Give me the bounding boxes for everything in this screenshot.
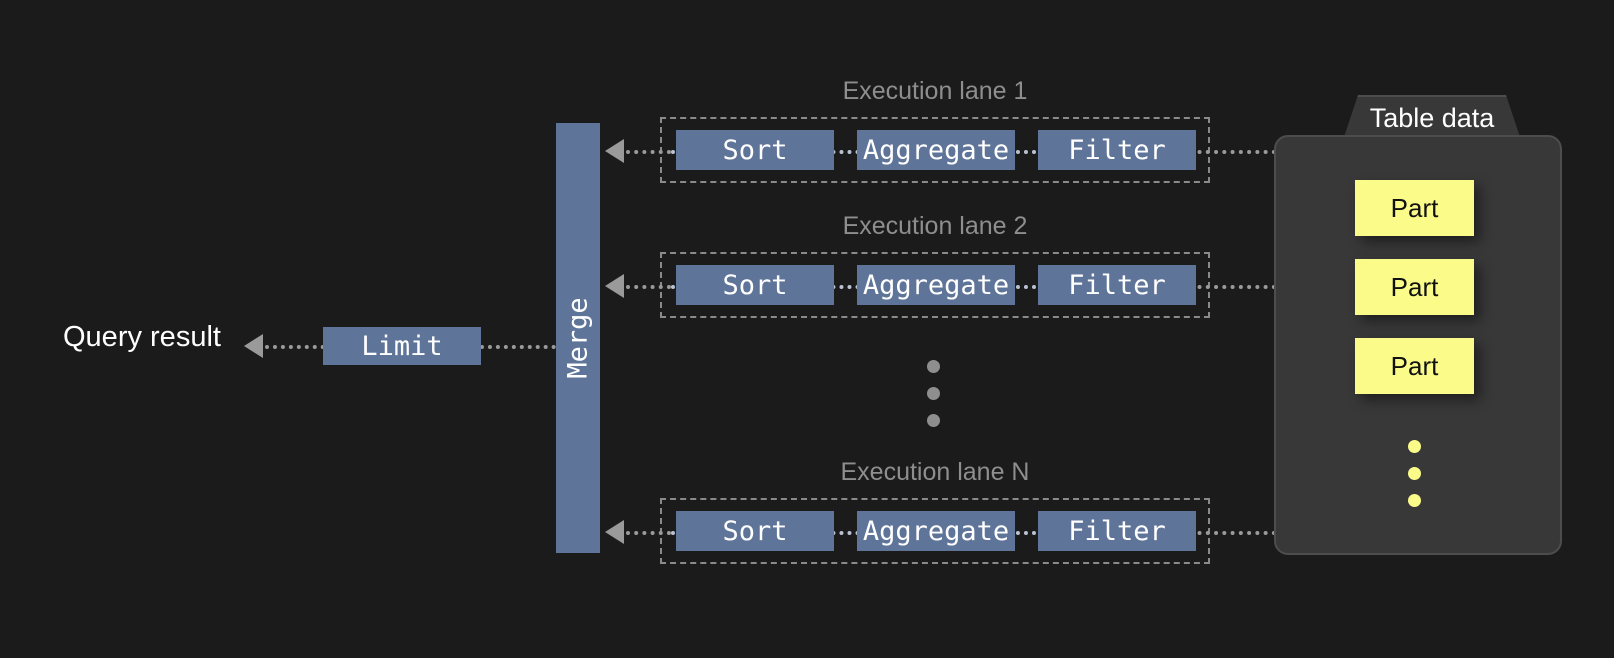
- lane-ellipsis-dot-2: [927, 387, 940, 400]
- part-box-2[interactable]: Part: [1355, 259, 1474, 315]
- lane-1-stage-filter[interactable]: Filter: [1038, 130, 1196, 170]
- part-ellipsis-dot-3: [1408, 494, 1421, 507]
- lane-1-stage-sort[interactable]: Sort: [676, 130, 834, 170]
- lane-2-stage-aggregate[interactable]: Aggregate: [857, 265, 1015, 305]
- connector-lane-1-to-table-data: [1181, 150, 1276, 154]
- query-result-label: Query result: [63, 321, 221, 353]
- lane-2-stage-filter[interactable]: Filter: [1038, 265, 1196, 305]
- connector-lane-n-to-table-data: [1181, 531, 1276, 535]
- lane-n-arrowhead: [605, 520, 624, 544]
- operator-limit[interactable]: Limit: [323, 327, 481, 365]
- connector-lane-n-to-merge: [626, 531, 671, 535]
- lane-n-stage-aggregate[interactable]: Aggregate: [857, 511, 1015, 551]
- lane-title-n: Execution lane N: [840, 458, 1030, 486]
- operator-merge[interactable]: Merge: [556, 123, 600, 553]
- merge-label: Merge: [562, 297, 594, 379]
- lane-1-arrowhead: [605, 139, 624, 163]
- connector-lane-2-to-table-data: [1181, 285, 1276, 289]
- lane-title-2: Execution lane 2: [842, 212, 1028, 240]
- lane-2-arrowhead: [605, 274, 624, 298]
- part-box-3[interactable]: Part: [1355, 338, 1474, 394]
- lane-n-stage-sort[interactable]: Sort: [676, 511, 834, 551]
- part-ellipsis-dot-2: [1408, 467, 1421, 480]
- lane-ellipsis-dot-3: [927, 414, 940, 427]
- table-data-title: Table data: [1369, 103, 1495, 133]
- lane-2-stage-sort[interactable]: Sort: [676, 265, 834, 305]
- lane-ellipsis-dot-1: [927, 360, 940, 373]
- part-ellipsis-dot-1: [1408, 440, 1421, 453]
- part-box-1[interactable]: Part: [1355, 180, 1474, 236]
- lane-1-stage-aggregate[interactable]: Aggregate: [857, 130, 1015, 170]
- connector-lane-2-to-merge: [626, 285, 671, 289]
- connector-lane-1-to-merge: [626, 150, 671, 154]
- lane-title-1: Execution lane 1: [842, 77, 1028, 105]
- query-result-arrowhead: [244, 334, 263, 358]
- lane-n-stage-filter[interactable]: Filter: [1038, 511, 1196, 551]
